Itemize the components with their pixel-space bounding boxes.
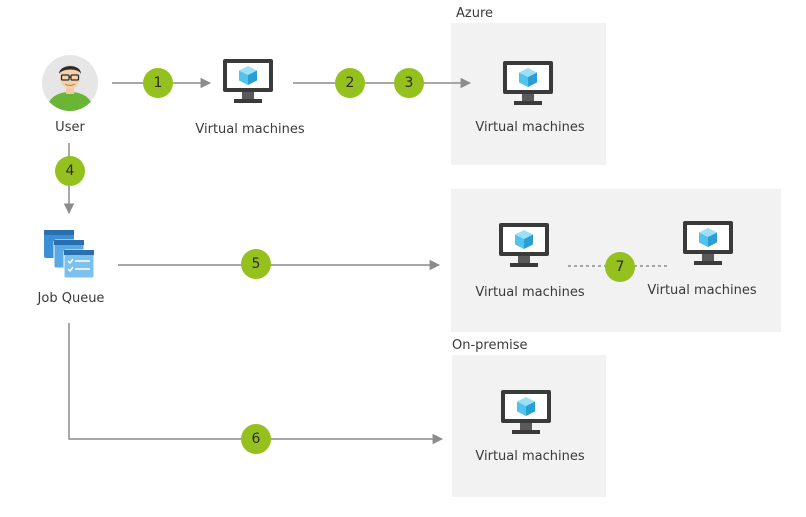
- vm-cluster-a-label: Virtual machines: [475, 285, 585, 300]
- vm-onpremise-label: Virtual machines: [475, 449, 585, 464]
- step-6-badge: 6: [241, 424, 271, 454]
- step-5-badge: 5: [241, 249, 271, 279]
- onpremise-region-label: On-premise: [452, 338, 528, 353]
- virtual-machine-icon: [501, 390, 551, 434]
- step-4-badge: 4: [55, 156, 85, 186]
- vm-cluster-b-label: Virtual machines: [647, 283, 757, 298]
- virtual-machine-icon: [223, 59, 273, 103]
- step-3-badge: 3: [394, 68, 424, 98]
- virtual-machine-icon: [503, 61, 553, 105]
- azure-region-label: Azure: [456, 6, 494, 21]
- job-queue-icon: [44, 230, 95, 279]
- user-avatar-icon: [42, 55, 98, 111]
- step-1-badge: 1: [143, 68, 173, 98]
- virtual-machine-icon: [499, 223, 549, 267]
- connector-6: [68, 323, 444, 445]
- vm-azure-label: Virtual machines: [475, 120, 585, 135]
- job-queue-label: Job Queue: [37, 291, 105, 306]
- step-2-badge: 2: [335, 68, 365, 98]
- step-7-badge: 7: [605, 252, 635, 282]
- virtual-machine-icon: [683, 221, 733, 265]
- user-label: User: [55, 120, 85, 135]
- vm-local-label: Virtual machines: [195, 122, 305, 137]
